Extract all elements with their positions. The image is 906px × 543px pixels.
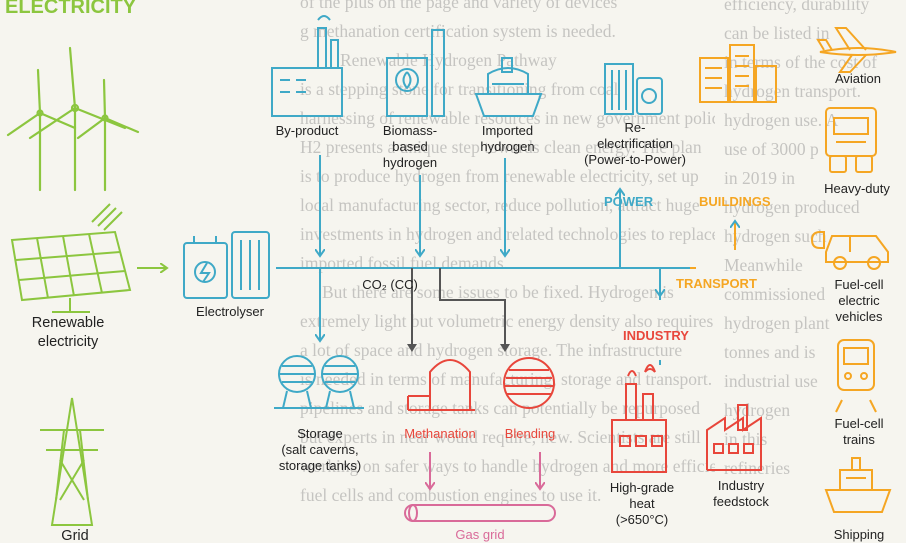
section-title-electricity: ELECTRICITY <box>5 0 137 18</box>
sector-transport: TRANSPORT <box>676 276 757 291</box>
bg-line: hydrogen such <box>724 226 827 246</box>
label-blending: Blending <box>504 426 556 441</box>
label-co2-capture: CO₂ (CC) <box>362 277 418 292</box>
truck-icon <box>825 107 877 173</box>
biomass-plant-icon <box>386 29 445 117</box>
flow-lines <box>276 155 735 365</box>
ship-icon <box>474 57 543 117</box>
train-icon <box>835 339 877 413</box>
label-biomass: Biomass- based hydrogen <box>382 123 438 170</box>
label-by-product: By-product <box>275 123 339 138</box>
label-electrolyser: Electrolyser <box>196 304 264 319</box>
bg-line: But there are some issues to be fixed. H… <box>322 282 674 302</box>
bg-line: but experts in near would require, new. … <box>300 427 701 447</box>
aeroplane-icon <box>816 27 897 73</box>
bg-line: industrial use <box>724 371 818 391</box>
bg-line: fuel cells and combustion engines to use… <box>300 485 602 505</box>
high-grade-heat-icon <box>611 364 667 473</box>
solar-panel-icon <box>10 203 132 313</box>
label-fuel-cell-trains: Fuel-cell trains <box>834 416 884 447</box>
car-icon <box>811 231 889 270</box>
sector-power: POWER <box>604 194 654 209</box>
bg-line: is to produce hydrogen from renewable el… <box>300 166 699 186</box>
bg-line: investments in hydrogen and related tech… <box>300 224 715 244</box>
bg-line: hydrogen use. A <box>724 110 839 130</box>
bg-line: commissioned <box>724 284 826 304</box>
label-industry-feedstock: Industry feedstock <box>713 478 769 509</box>
label-gas-grid: Gas grid <box>455 527 505 542</box>
bg-line: tonnes and is <box>724 342 816 362</box>
blending-icon <box>503 357 555 409</box>
label-methanation: Methanation <box>404 426 476 441</box>
bg-line: use of 3000 p <box>724 139 819 159</box>
bg-line: extremely light but volumetric energy de… <box>300 311 714 331</box>
bg-line: in 2019 in <box>724 168 795 188</box>
bg-line: Meanwhile <box>724 255 803 275</box>
sector-buildings: BUILDINGS <box>699 194 771 209</box>
bg-line: hydrogen plant <box>724 313 830 333</box>
bg-line: local manufacturing sector, reduce pollu… <box>300 195 700 215</box>
label-aviation: Aviation <box>834 71 881 86</box>
electrolyser-icon <box>183 231 270 299</box>
bg-line: can be listed in <box>724 23 830 43</box>
bg-line: of the plus on the page and variety of d… <box>300 0 618 12</box>
background-article-text-right: efficiency, durability can be listed in … <box>724 0 906 543</box>
bg-line: pipelines and storage tanks can potentia… <box>300 398 700 418</box>
methanation-reactor-icon <box>407 359 475 411</box>
fuel-cell-icon <box>604 63 663 115</box>
sector-industry: INDUSTRY <box>623 328 689 343</box>
label-storage: Storage (salt caverns, storage tanks) <box>278 426 362 473</box>
industry-feedstock-icon <box>706 404 762 471</box>
bg-line: refineries <box>724 458 791 478</box>
buildings-icon <box>699 44 777 103</box>
bg-line: g methanation certification system is ne… <box>300 21 616 41</box>
bg-line: H2 presents a unique step towards clean … <box>300 137 702 157</box>
factory-icon <box>271 15 343 117</box>
label-heavy-duty: Heavy-duty <box>824 181 890 196</box>
bg-line: a lot of space and hydrogen storage. The… <box>300 340 683 360</box>
methanation-branch <box>407 268 510 352</box>
wind-turbine-icon <box>6 46 140 192</box>
label-re-electrification: Re- electrification (Power-to-Power) <box>584 120 686 167</box>
bg-line: efficiency, durability <box>724 0 870 14</box>
label-high-grade-heat: High-grade heat (>650°C) <box>609 480 675 527</box>
label-imported-hydrogen: Imported hydrogen <box>480 123 535 154</box>
label-grid: Grid <box>61 528 89 543</box>
cargo-ship-icon <box>824 457 892 513</box>
power-pylon-icon <box>40 397 104 526</box>
label-renewable-electricity: Renewable electricity <box>31 315 105 350</box>
label-fuel-cell-vehicles: Fuel-cell electric vehicles <box>834 277 884 324</box>
bg-line: hydrogen produced <box>724 197 860 217</box>
bg-line: hydrogen transport. <box>724 81 862 101</box>
gas-pipe-icon <box>404 504 556 522</box>
label-shipping: Shipping <box>833 527 885 542</box>
storage-tanks-icon <box>274 355 364 409</box>
